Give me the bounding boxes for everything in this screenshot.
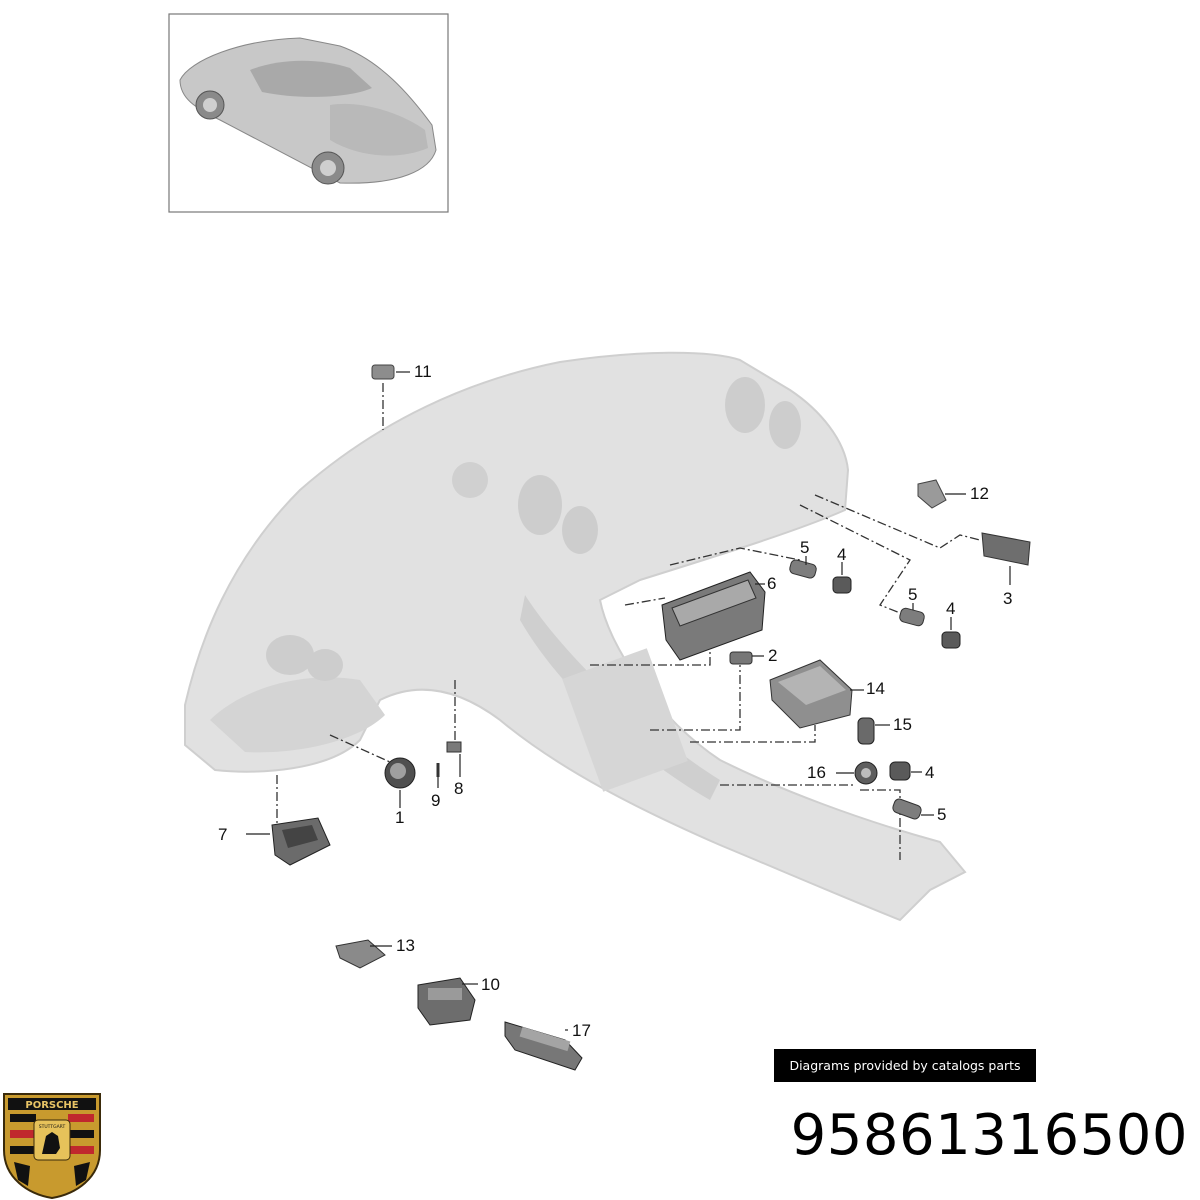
callout-9: 9 <box>431 791 440 810</box>
porsche-crest-logo: PORSCHE STUTTGART <box>3 1093 101 1200</box>
callout-13: 13 <box>396 936 415 955</box>
dashboard-assembly <box>184 351 967 922</box>
leader-14 <box>690 725 816 743</box>
part-16-ring <box>854 761 878 785</box>
callout-15: 15 <box>893 715 912 734</box>
part-4-top <box>832 576 852 594</box>
callout-16: 16 <box>807 763 826 782</box>
callout-10: 7 <box>218 825 227 844</box>
callout-4: 4 <box>925 763 934 782</box>
part-6-control-unit <box>661 571 766 661</box>
callout-3: 3 <box>1003 589 1012 608</box>
part-12-switch <box>917 479 947 509</box>
part-17-trim-switch <box>504 1021 583 1071</box>
leader-5-4-top <box>669 547 801 566</box>
callout-5: 5 <box>937 805 946 824</box>
callout-leaders <box>246 371 1011 1031</box>
part-3-switch-panel <box>981 532 1031 566</box>
crest-city: STUTTGART <box>39 1124 66 1130</box>
callout-7: 11 <box>414 362 432 381</box>
callout-12: 12 <box>970 484 989 503</box>
callout-2: 2 <box>768 646 777 665</box>
part-1-knob <box>384 757 416 789</box>
callout-14: 14 <box>866 679 885 698</box>
part-number: 95861316500 <box>790 1103 1188 1168</box>
leader-5-4-mid <box>799 504 911 616</box>
vehicle-thumbnail <box>168 13 449 213</box>
callout-8: 8 <box>454 779 463 798</box>
part-5-low <box>892 798 922 820</box>
part-11-window-switch <box>417 977 476 1026</box>
callout-4: 4 <box>946 599 955 618</box>
part-4-low <box>889 761 911 781</box>
catalog-credit-text: Diagrams provided by catalogs parts <box>789 1058 1021 1073</box>
leader-6 <box>624 597 666 606</box>
leader-2 <box>590 650 711 666</box>
callout-5: 5 <box>908 585 917 604</box>
callout-1: 1 <box>395 808 404 827</box>
crest-wordmark: PORSCHE <box>25 1100 78 1111</box>
part-5-mid <box>899 607 925 627</box>
part-14-switch-module <box>769 659 853 729</box>
leader-4-5-low <box>860 789 901 860</box>
horse-icon <box>42 1132 60 1154</box>
callout-11: 10 <box>481 975 500 994</box>
part-4-mid <box>941 631 961 649</box>
components <box>271 364 1031 1071</box>
leader-15 <box>650 665 741 731</box>
part-5-top <box>789 559 817 579</box>
part-8-bracket <box>446 741 462 753</box>
catalog-credit-badge: Diagrams provided by catalogs parts <box>774 1049 1036 1082</box>
callout-17: 17 <box>572 1021 591 1040</box>
leader-1 <box>329 734 391 763</box>
callout-labels: 11 12 3 5 4 5 4 6 2 14 15 16 4 5 1 9 8 7… <box>218 362 1012 1040</box>
callout-6: 6 <box>767 574 776 593</box>
callout-4: 4 <box>837 545 846 564</box>
part-15-button <box>857 717 875 745</box>
part-13-switch <box>335 939 386 969</box>
leader-lines <box>276 383 981 860</box>
part-2-switch <box>729 651 753 665</box>
part-10-outlet <box>271 817 331 866</box>
callout-5: 5 <box>800 538 809 557</box>
part-7-sensor <box>371 364 395 380</box>
